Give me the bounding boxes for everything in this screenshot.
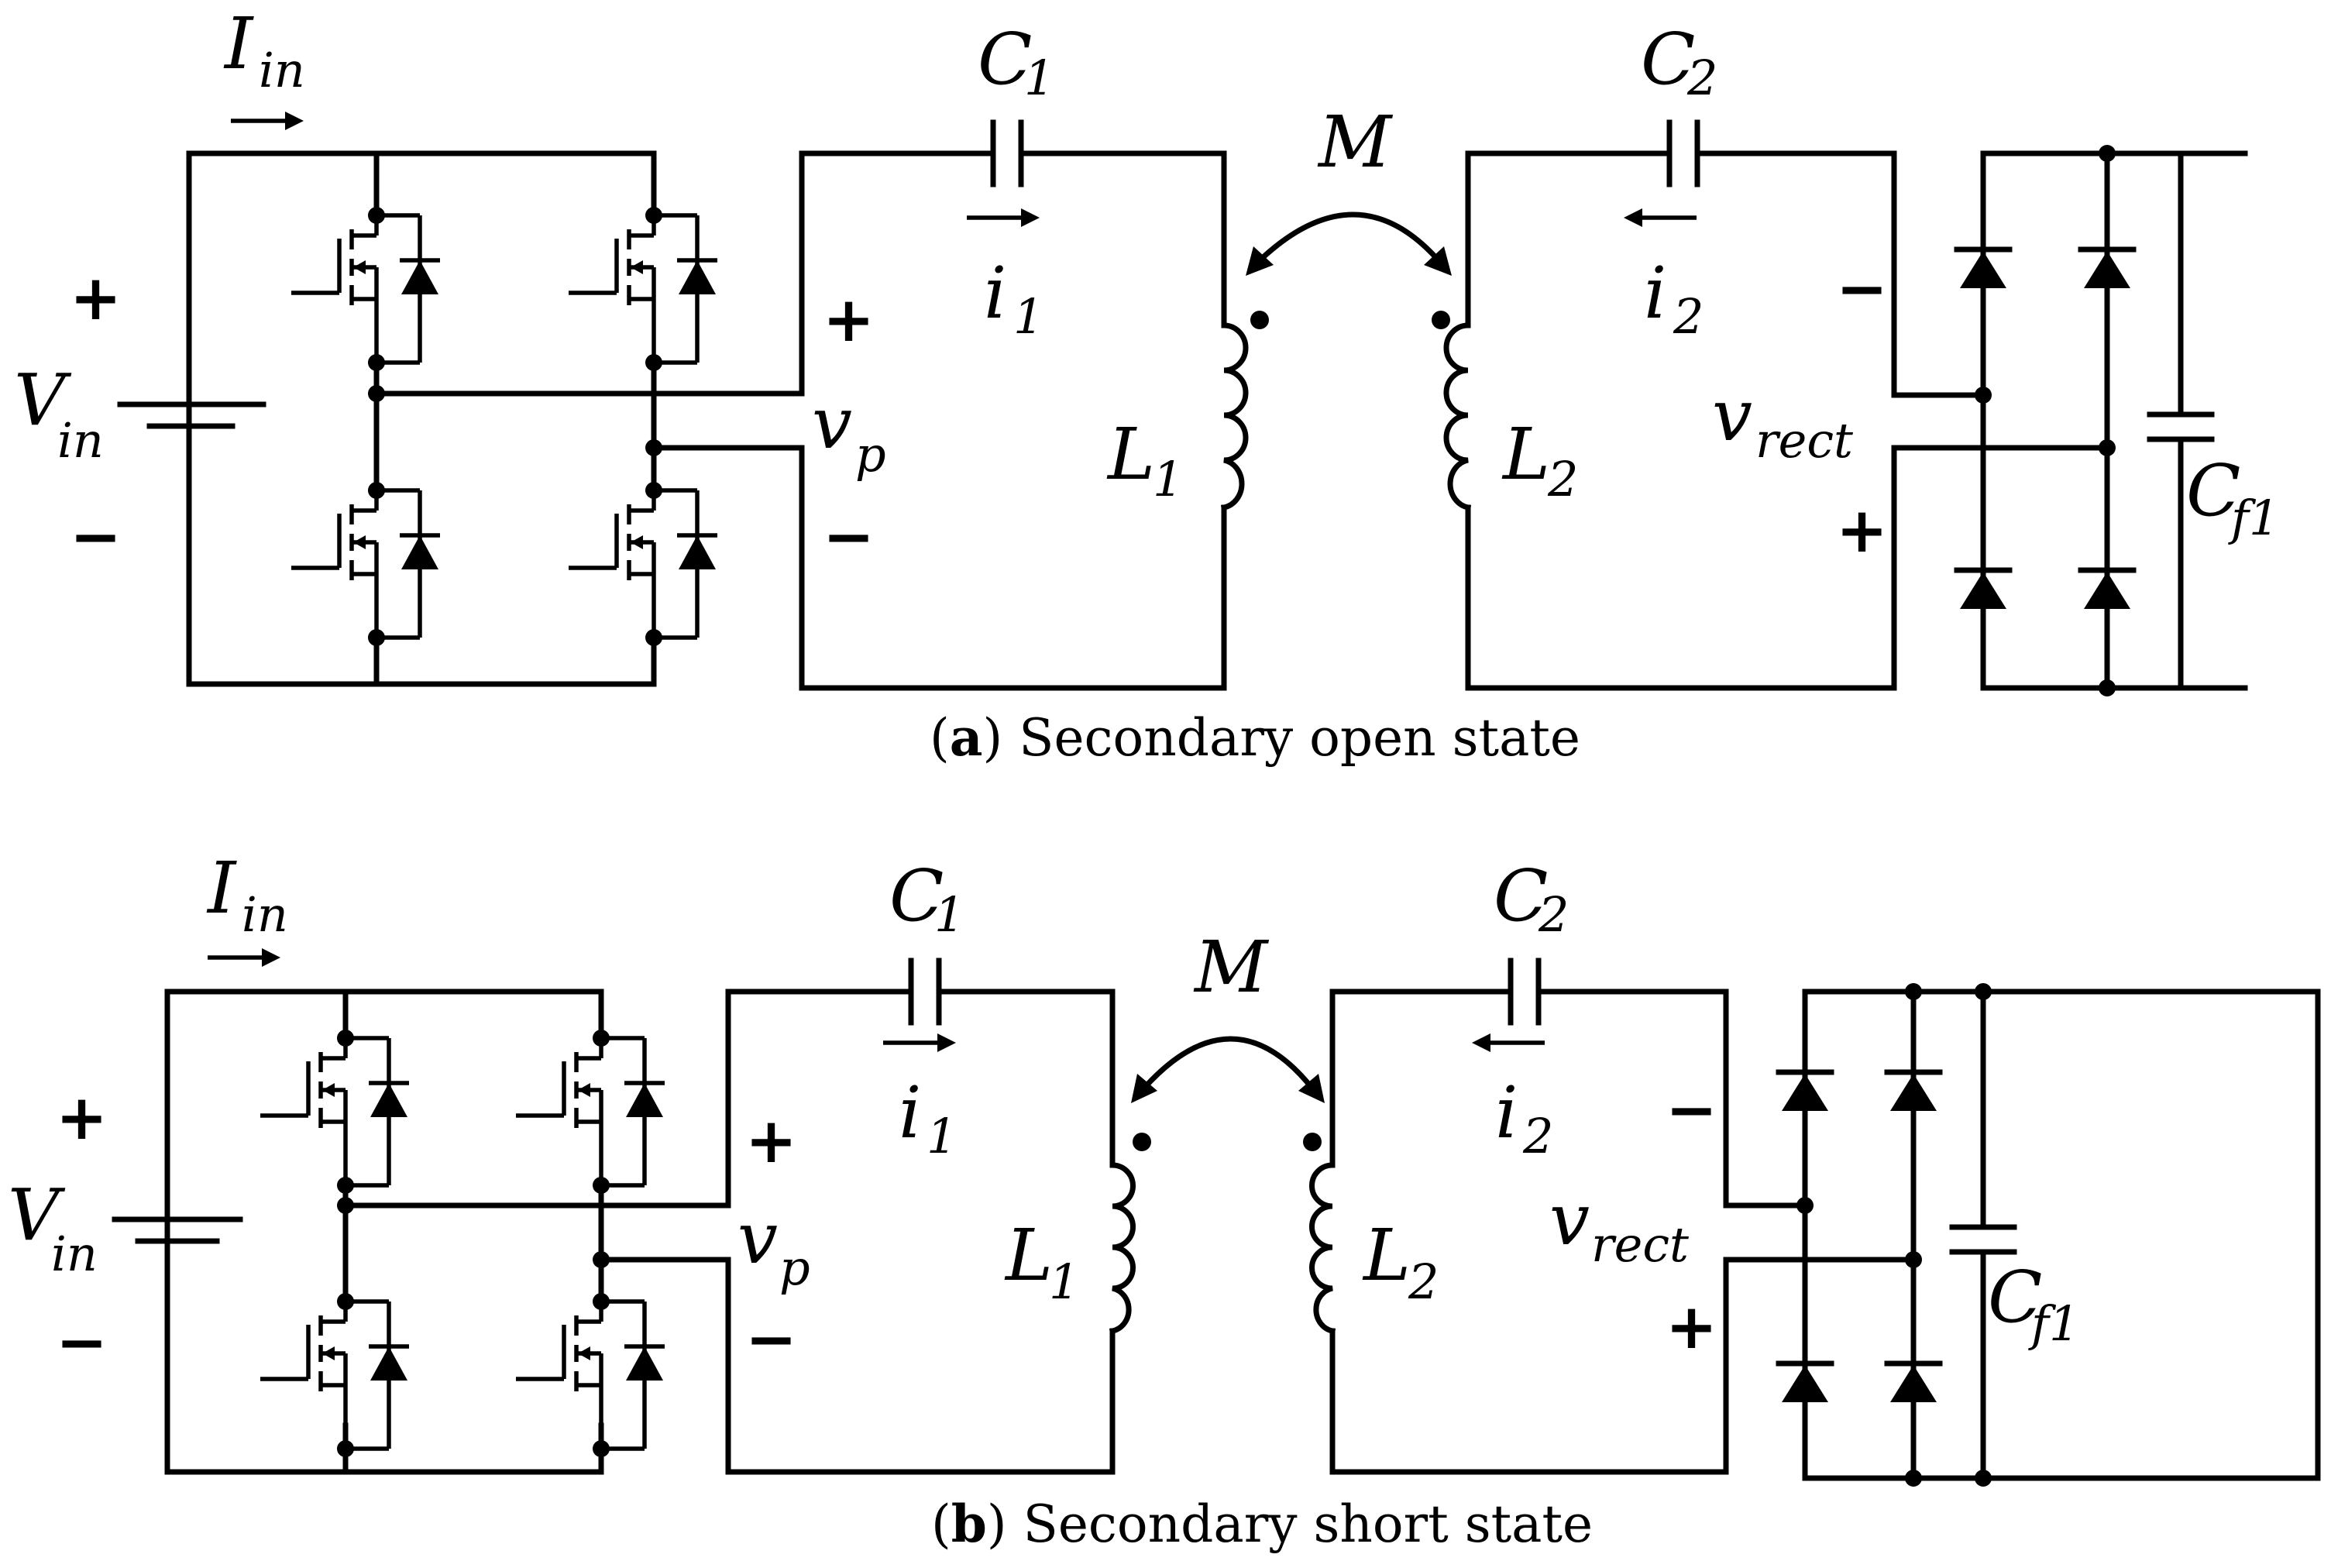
caption-a: (a) Secondary open state [930, 707, 1580, 768]
label-vp-minus-b: − [745, 1303, 797, 1375]
rectifier-bridge-b [1779, 983, 2321, 1487]
label-source-plus-b: + [56, 1081, 108, 1154]
label-source-voltage-sub: in [57, 412, 104, 469]
label-source-voltage-b: V [8, 1174, 66, 1257]
primary-loop-b [725, 958, 1151, 1475]
label-source-plus: + [70, 262, 122, 334]
mutual-coupling-a [1246, 211, 1452, 276]
secondary-loop-b [1303, 958, 1917, 1475]
label-rect-minus-b: − [1666, 1074, 1717, 1146]
label-secondary-current-sub: 2 [1673, 288, 1704, 345]
label-vp-minus: − [823, 500, 875, 573]
label-secondary-current-b: i [1495, 1071, 1518, 1154]
label-filter-cap-sub-b: f1 [2028, 1295, 2079, 1352]
caption-b: (b) Secondary short state [931, 1494, 1593, 1554]
label-mutual-b: M [1193, 926, 1270, 1009]
label-secondary-cap-sub: 2 [1686, 50, 1717, 106]
label-primary-cap-sub-b: 1 [934, 886, 964, 943]
mosfet-switch-b4 [516, 1293, 665, 1457]
dc-source-b [112, 989, 604, 1475]
label-source-voltage-sub-b: in [51, 1226, 98, 1282]
label-rect-voltage: v [1712, 374, 1752, 457]
label-filter-cap-b: C [1988, 1256, 2042, 1339]
label-rect-voltage-sub-b: rect [1591, 1216, 1689, 1273]
caption-b-text: Secondary short state [1023, 1494, 1593, 1554]
label-primary-coil-sub: 1 [1153, 451, 1183, 507]
label-inverter-voltage-sub-b: p [779, 1240, 810, 1296]
label-input-current-b: I [206, 847, 237, 930]
caption-b-letter: b [951, 1494, 987, 1554]
label-primary-current-b: i [899, 1071, 921, 1154]
inductor-l1-a [1220, 322, 1249, 511]
inverter-legs-b [260, 989, 731, 1475]
label-primary-current-sub: 1 [1013, 288, 1043, 345]
panel-a-circuit: I in + − V in C 1 i 1 + − v p L 1 M L 2 … [14, 2, 2279, 768]
label-rect-plus-b: + [1666, 1291, 1717, 1363]
label-primary-cap: C [978, 18, 1032, 101]
label-source-minus: − [70, 500, 122, 573]
inverter-legs-a [291, 150, 805, 687]
primary-loop-a [799, 119, 1269, 691]
label-filter-cap: C [2186, 449, 2240, 532]
caption-a-letter: a [950, 707, 983, 768]
mosfet-switch-a4 [569, 482, 717, 646]
secondary-loop-a [1432, 119, 2110, 691]
label-rect-voltage-sub: rect [1755, 412, 1853, 469]
label-filter-cap-sub: f1 [2228, 490, 2279, 546]
label-input-current-sub: in [259, 42, 305, 98]
mosfet-switch-b1 [260, 1030, 409, 1194]
inductor-l2-b [1309, 1162, 1336, 1335]
inductor-l1-b [1109, 1162, 1136, 1335]
label-primary-cap-b: C [889, 854, 944, 937]
label-secondary-cap-b: C [1494, 854, 1548, 937]
label-mutual: M [1317, 101, 1394, 184]
label-secondary-coil-b: L [1362, 1214, 1411, 1297]
mosfet-switch-b2 [516, 1030, 665, 1194]
label-primary-coil-b: L [1004, 1214, 1053, 1297]
panel-b-circuit: I in + − V in C 1 i 1 + − v p L 1 M L 2 … [8, 847, 2321, 1554]
rectifier-bridge-a [1957, 145, 2248, 696]
label-source-voltage: V [14, 359, 72, 442]
dc-source-a [117, 150, 657, 687]
label-primary-current: i [984, 252, 1006, 335]
mosfet-switch-b3 [260, 1293, 409, 1457]
label-rect-voltage-b: v [1549, 1178, 1590, 1261]
label-inverter-voltage: v [812, 382, 852, 465]
label-inverter-voltage-sub: p [855, 426, 886, 483]
label-vp-plus: + [823, 284, 875, 356]
label-secondary-current-sub-b: 2 [1522, 1108, 1553, 1164]
label-secondary-coil-sub: 2 [1547, 451, 1578, 507]
label-inverter-voltage-b: v [737, 1197, 778, 1280]
label-secondary-cap: C [1641, 18, 1695, 101]
label-secondary-coil: L [1501, 413, 1550, 496]
label-vp-plus-b: + [745, 1105, 797, 1177]
label-primary-coil: L [1106, 413, 1155, 496]
inductor-l2-a [1443, 322, 1472, 511]
mosfet-switch-a2 [569, 207, 717, 371]
label-source-minus-b: − [56, 1306, 108, 1378]
mosfet-switch-a1 [291, 207, 440, 371]
label-input-current: I [223, 2, 254, 85]
label-secondary-current: i [1644, 252, 1666, 335]
label-input-current-sub-b: in [242, 886, 288, 943]
mosfet-switch-a3 [291, 482, 440, 646]
label-primary-cap-sub: 1 [1024, 50, 1054, 106]
label-secondary-coil-sub-b: 2 [1408, 1253, 1439, 1310]
label-primary-current-sub-b: 1 [927, 1108, 957, 1164]
label-primary-coil-sub-b: 1 [1049, 1253, 1079, 1310]
mutual-coupling-b [1131, 1036, 1325, 1103]
caption-a-text: Secondary open state [1019, 708, 1580, 768]
label-rect-plus: + [1836, 494, 1888, 566]
label-secondary-cap-sub-b: 2 [1538, 886, 1569, 943]
label-rect-minus: − [1836, 253, 1888, 325]
